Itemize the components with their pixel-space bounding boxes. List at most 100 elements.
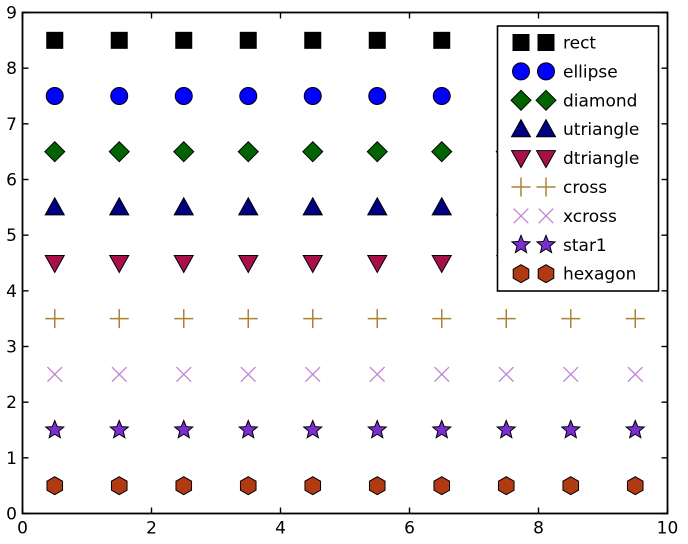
data-marker-dtriangle bbox=[108, 255, 130, 274]
data-marker-diamond bbox=[237, 140, 259, 163]
data-marker-cross bbox=[496, 309, 516, 329]
data-marker-cross bbox=[174, 309, 194, 329]
data-marker-hexagon bbox=[46, 476, 64, 496]
data-marker-rect bbox=[239, 31, 257, 49]
data-marker-diamond bbox=[366, 140, 388, 163]
data-marker-star1 bbox=[108, 419, 130, 439]
data-marker-rect bbox=[368, 31, 386, 49]
data-marker-rect bbox=[46, 31, 64, 49]
data-marker-hexagon bbox=[626, 476, 644, 496]
y-tick-label: 0 bbox=[6, 505, 17, 525]
x-tick-label: 0 bbox=[17, 519, 28, 539]
legend-marker-xcross bbox=[538, 208, 554, 224]
data-marker-cross bbox=[561, 309, 581, 329]
data-marker-ellipse bbox=[303, 87, 322, 105]
y-tick-label: 5 bbox=[6, 226, 17, 246]
legend-marker-hexagon bbox=[537, 264, 555, 284]
y-tick-label: 8 bbox=[6, 59, 17, 79]
x-tick-label: 2 bbox=[146, 519, 157, 539]
data-marker-xcross bbox=[369, 366, 386, 383]
data-marker-rect bbox=[433, 31, 451, 49]
data-marker-xcross bbox=[175, 366, 192, 383]
legend-label-dtriangle: dtriangle bbox=[563, 149, 639, 169]
legend-marker-xcross bbox=[513, 208, 529, 224]
data-marker-rect bbox=[304, 31, 322, 49]
data-marker-hexagon bbox=[239, 476, 257, 496]
data-marker-cross bbox=[109, 309, 129, 329]
legend-label-xcross: xcross bbox=[563, 207, 617, 227]
legend-label-utriangle: utriangle bbox=[563, 120, 639, 140]
data-marker-xcross bbox=[627, 366, 644, 383]
data-marker-ellipse bbox=[45, 87, 64, 105]
legend-marker-cross bbox=[536, 177, 556, 197]
legend-label-hexagon: hexagon bbox=[563, 265, 636, 285]
legend-marker-utriangle bbox=[510, 118, 532, 138]
data-marker-utriangle bbox=[44, 196, 66, 216]
data-marker-xcross bbox=[562, 366, 579, 383]
data-marker-diamond bbox=[302, 140, 324, 163]
data-marker-xcross bbox=[498, 366, 515, 383]
data-marker-hexagon bbox=[368, 476, 386, 496]
legend-marker-dtriangle bbox=[535, 150, 557, 169]
data-marker-star1 bbox=[366, 419, 388, 439]
y-tick-label: 2 bbox=[6, 393, 17, 413]
data-marker-utriangle bbox=[108, 196, 130, 216]
data-marker-hexagon bbox=[175, 476, 193, 496]
legend-label-star1: star1 bbox=[563, 236, 607, 256]
data-marker-hexagon bbox=[304, 476, 322, 496]
data-marker-star1 bbox=[560, 419, 582, 439]
data-marker-utriangle bbox=[302, 196, 324, 216]
y-tick-label: 7 bbox=[6, 115, 17, 135]
data-marker-diamond bbox=[431, 140, 453, 163]
data-marker-xcross bbox=[304, 366, 321, 383]
legend-marker-star1 bbox=[510, 233, 532, 254]
data-marker-cross bbox=[432, 309, 452, 329]
data-marker-rect bbox=[110, 31, 128, 49]
data-marker-rect bbox=[175, 31, 193, 49]
data-marker-cross bbox=[367, 309, 387, 329]
legend-label-ellipse: ellipse bbox=[563, 62, 618, 82]
data-marker-star1 bbox=[302, 419, 324, 439]
data-marker-ellipse bbox=[368, 87, 387, 105]
data-marker-xcross bbox=[46, 366, 63, 383]
x-tick-label: 4 bbox=[275, 519, 286, 539]
data-marker-dtriangle bbox=[366, 255, 388, 274]
data-marker-cross bbox=[238, 309, 258, 329]
data-marker-utriangle bbox=[431, 196, 453, 216]
data-marker-utriangle bbox=[237, 196, 259, 216]
data-marker-dtriangle bbox=[173, 255, 195, 274]
data-marker-ellipse bbox=[174, 87, 193, 105]
x-tick-label: 10 bbox=[657, 519, 679, 539]
data-marker-star1 bbox=[495, 419, 517, 439]
data-marker-cross bbox=[45, 309, 65, 329]
data-marker-xcross bbox=[240, 366, 257, 383]
y-tick-label: 9 bbox=[6, 4, 17, 24]
data-marker-hexagon bbox=[433, 476, 451, 496]
legend-marker-ellipse bbox=[537, 62, 555, 81]
data-marker-star1 bbox=[173, 419, 195, 439]
data-marker-cross bbox=[303, 309, 323, 329]
data-marker-utriangle bbox=[173, 196, 195, 216]
data-marker-star1 bbox=[237, 419, 259, 439]
legend-marker-cross bbox=[511, 177, 531, 197]
data-marker-dtriangle bbox=[431, 255, 453, 274]
legend-label-rect: rect bbox=[563, 34, 596, 54]
legend-marker-rect bbox=[512, 34, 530, 51]
data-marker-ellipse bbox=[239, 87, 258, 105]
data-marker-star1 bbox=[624, 419, 646, 439]
data-marker-dtriangle bbox=[302, 255, 324, 274]
y-tick-label: 6 bbox=[6, 171, 17, 191]
x-tick-label: 8 bbox=[533, 519, 544, 539]
data-marker-xcross bbox=[111, 366, 128, 383]
legend-marker-star1 bbox=[535, 233, 557, 254]
y-tick-label: 4 bbox=[6, 282, 17, 302]
plot-area-border bbox=[21, 11, 669, 515]
x-tick-label: 6 bbox=[404, 519, 415, 539]
data-marker-hexagon bbox=[497, 476, 515, 496]
data-marker-utriangle bbox=[366, 196, 388, 216]
data-marker-ellipse bbox=[110, 87, 129, 105]
legend-marker-utriangle bbox=[535, 118, 557, 138]
data-marker-star1 bbox=[44, 419, 66, 439]
